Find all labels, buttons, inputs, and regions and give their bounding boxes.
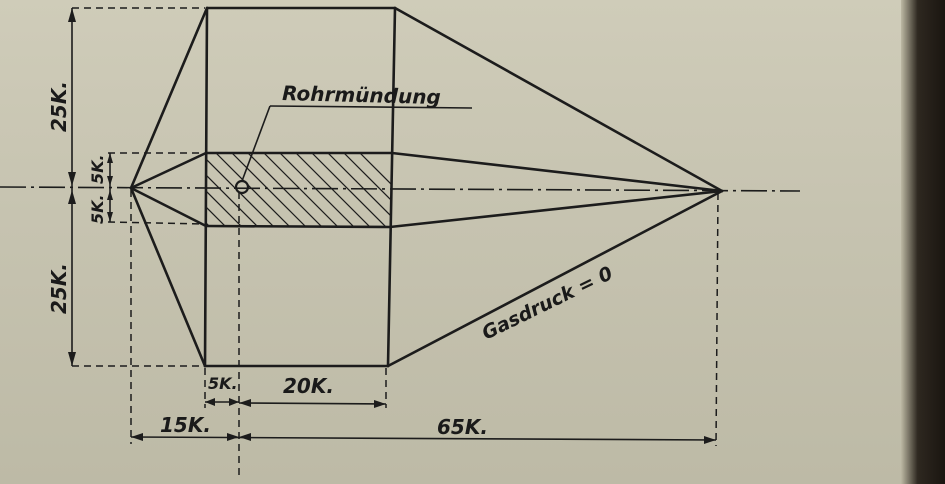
dim-outer-vertical	[68, 8, 76, 366]
right-apex-upper-outer	[393, 6, 724, 193]
dim-front-offset	[205, 398, 239, 406]
muzzle-marker	[234, 179, 250, 195]
dim-base	[130, 433, 717, 444]
outer-right-edge	[386, 6, 397, 368]
label-outer-lower: 25K.	[47, 263, 71, 314]
label-base-left: 15K.	[160, 413, 211, 437]
ext-inner-bottom	[107, 221, 205, 225]
ext-far-vertical	[715, 192, 719, 447]
right-apex-lower-inner	[388, 189, 724, 229]
label-gas-pressure: Gasdruck = 0	[479, 262, 617, 344]
label-inner-upper: 5K.	[88, 154, 107, 184]
inner-bottom-edge	[204, 224, 392, 229]
muzzle-leader-underline	[269, 105, 473, 109]
outer-left-edge	[203, 6, 209, 368]
label-length: 20K.	[283, 374, 334, 398]
hatched-region	[206, 153, 391, 226]
label-base-right: 65K.	[437, 415, 488, 439]
book-binding-shadow	[901, 0, 945, 484]
center-axis	[0, 186, 801, 192]
dim-length	[238, 399, 387, 408]
left-apex-lower-outer	[129, 186, 207, 368]
left-apex-upper-outer	[129, 6, 209, 190]
right-apex-upper-inner	[390, 151, 724, 193]
label-outer-upper: 25K.	[47, 81, 71, 132]
left-apex-upper-inner	[129, 151, 208, 190]
muzzle-leader	[241, 105, 271, 182]
label-muzzle: Rohrmündung	[282, 81, 441, 109]
label-front-offset: 5K.	[208, 374, 238, 393]
dim-inner-vertical	[107, 153, 113, 222]
right-apex-lower-outer	[386, 189, 724, 368]
label-inner-lower: 5K.	[88, 194, 107, 224]
left-apex-lower-inner	[129, 186, 208, 228]
